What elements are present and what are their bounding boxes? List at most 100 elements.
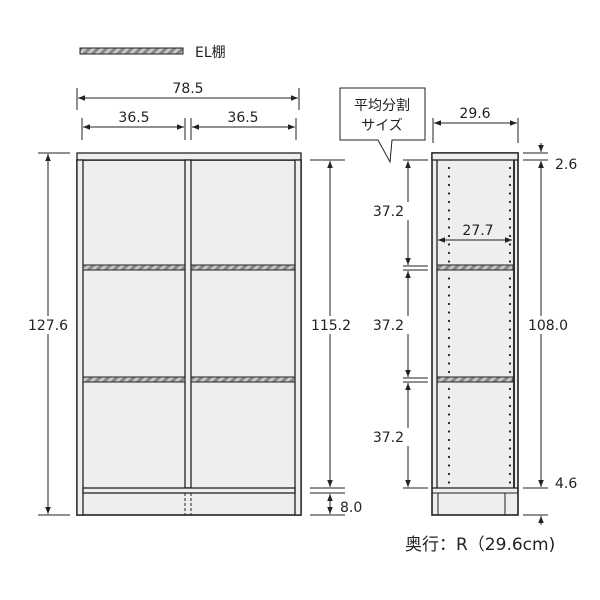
legend: EL棚 (79, 45, 226, 61)
center-divider (184, 159, 192, 489)
pin-hole (447, 226, 451, 229)
section-height-label: 37.2 (373, 430, 404, 446)
pin-hole (508, 336, 512, 340)
pin-hole (447, 260, 451, 263)
pin-hole (508, 200, 512, 204)
front-view: 78.5 36.5 36.5 127.6 115.2 8.0 (28, 81, 362, 516)
pin-hole (447, 277, 451, 280)
pin-hole (447, 183, 451, 187)
pin-hole (508, 328, 512, 331)
pin-hole (508, 370, 512, 374)
pin-hole (508, 404, 512, 408)
pin-hole (508, 277, 512, 280)
callout-line2: サイズ (361, 118, 403, 134)
pin-hole (508, 217, 512, 221)
pin-hole (447, 353, 451, 357)
pin-hole (508, 251, 512, 255)
pin-hole (508, 311, 512, 314)
pin-hole (447, 192, 451, 195)
back-panel (513, 160, 515, 488)
bottom-gap-label: 4.6 (555, 476, 577, 492)
pin-hole (447, 387, 451, 391)
left-side-panel (76, 159, 84, 516)
pin-hole (508, 430, 512, 433)
pin-hole (508, 209, 512, 212)
pin-hole (508, 353, 512, 357)
total-width-label: 78.5 (172, 81, 203, 97)
pin-hole (447, 302, 451, 306)
pin-hole (508, 183, 512, 187)
pin-hole (447, 234, 451, 238)
el-shelf (190, 376, 296, 383)
el-shelf (190, 264, 296, 271)
base-rail (82, 487, 296, 494)
pin-hole (508, 481, 512, 484)
pin-hole (447, 285, 451, 289)
callout-line1: 平均分割 (354, 97, 410, 114)
pin-hole (447, 243, 451, 246)
pin-hole (447, 396, 451, 399)
pin-hole (447, 362, 451, 365)
pin-hole (508, 285, 512, 289)
right-side-panel (294, 159, 302, 516)
el-shelf-swatch (79, 47, 184, 55)
pin-hole (447, 447, 451, 450)
pin-hole (447, 421, 451, 425)
pin-hole (447, 336, 451, 340)
pin-hole (447, 430, 451, 433)
pin-hole (508, 243, 512, 246)
pin-hole (508, 166, 512, 170)
pin-hole (508, 294, 512, 297)
inner-height-label: 115.2 (311, 318, 351, 334)
pin-hole (447, 319, 451, 323)
pin-hole (447, 481, 451, 484)
pin-hole (447, 294, 451, 297)
legend-label: EL棚 (195, 45, 226, 61)
pin-hole (508, 413, 512, 416)
pin-hole (447, 345, 451, 348)
shelf-pin-holes (447, 166, 512, 484)
pin-hole (508, 345, 512, 348)
section-height-label: 37.2 (373, 204, 404, 220)
pin-hole (447, 404, 451, 408)
pin-hole (508, 455, 512, 459)
pin-hole (447, 166, 451, 170)
el-shelf-side (436, 376, 514, 383)
side-view: 平均分割 サイズ 29.6 27.7 37.2 37.2 37.2 (339, 87, 577, 525)
pin-hole (447, 455, 451, 459)
pin-hole (447, 413, 451, 416)
pin-hole (447, 217, 451, 221)
pin-hole (508, 319, 512, 323)
el-shelf (82, 264, 186, 271)
side-inner-height-label: 108.0 (528, 318, 568, 334)
pin-hole (508, 387, 512, 391)
base-height-label: 8.0 (340, 500, 362, 516)
section-height-label: 37.2 (373, 318, 404, 334)
pin-hole (447, 472, 451, 476)
pin-hole (508, 396, 512, 399)
pin-hole (447, 370, 451, 374)
top-board-side (431, 152, 519, 161)
el-shelf-side (436, 264, 514, 271)
pin-hole (447, 200, 451, 204)
callout-box (339, 87, 426, 164)
inner-depth-label: 27.7 (462, 223, 493, 239)
depth-note: 奥行：R（29.6cm) (405, 535, 555, 555)
pin-hole (508, 421, 512, 425)
pin-hole (508, 234, 512, 238)
pin-hole (447, 209, 451, 212)
pin-hole (508, 302, 512, 306)
pin-hole (508, 226, 512, 229)
top-board (76, 152, 302, 161)
pin-hole (508, 447, 512, 450)
el-shelf (82, 376, 186, 383)
pin-hole (508, 192, 512, 195)
left-width-label: 36.5 (118, 110, 149, 126)
pin-hole (508, 472, 512, 476)
right-width-label: 36.5 (227, 110, 258, 126)
pin-hole (447, 311, 451, 314)
pin-hole (508, 464, 512, 467)
pin-hole (447, 438, 451, 442)
pin-hole (447, 464, 451, 467)
